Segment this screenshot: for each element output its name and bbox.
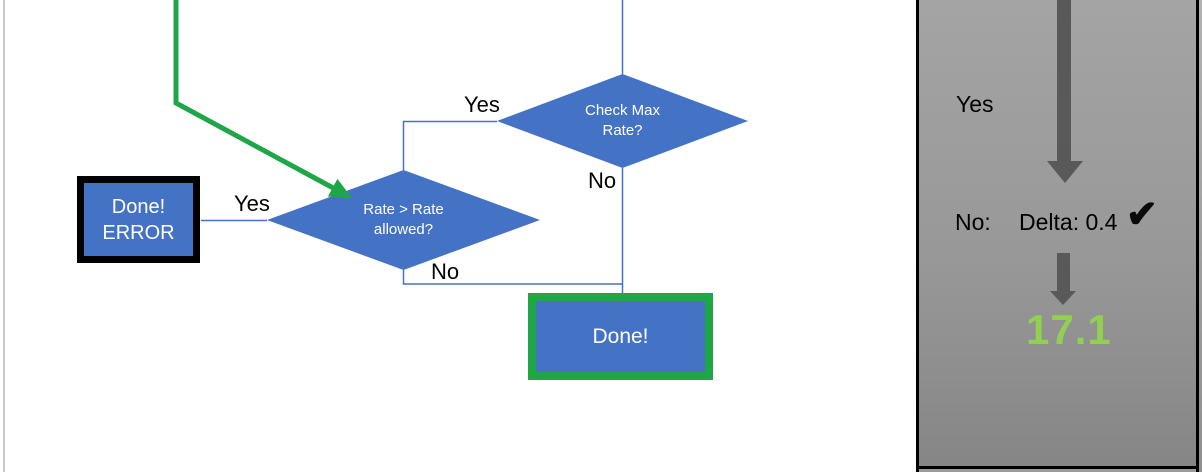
decision-rate-allowed-label: Rate > Rate allowed? [363,200,444,238]
down-arrow-1-head [1047,161,1083,183]
down-arrow-1-shaft [1057,0,1071,162]
done-box-label: Done! [592,324,649,348]
result-value: 17.1 [1026,306,1112,353]
connector-check-rate-yes [402,120,497,170]
done-error-box-label: Done! ERROR [102,195,175,244]
side-panel-right-strip [1199,0,1202,472]
edge-label-rate-allowed-yes: Yes [234,191,270,216]
panel-delta-value: Delta: 0.4 [1019,209,1118,235]
done-error-box: Done! ERROR [77,176,200,263]
side-panel-bottom-strip [919,469,1196,472]
edge-label-check-rate-no: No [588,168,617,193]
edge-label-check-rate-yes: Yes [464,92,500,117]
slide-edge-line [3,0,5,472]
side-panel-border-bottom [916,466,1199,469]
checkmark-icon: ✔ [1126,194,1158,236]
side-panel-border-left [916,0,919,472]
done-box: Done! [528,293,713,380]
decision-check-max-rate-label: Check Max Rate? [584,101,661,139]
connector-rate-allowed-no-to-done [402,270,623,285]
edge-label-rate-allowed-no: No [431,259,460,284]
down-arrow-2-head [1050,291,1076,305]
panel-no-label: No: [955,209,991,235]
down-arrow-2-shaft [1057,253,1070,292]
panel-yes-label: Yes [956,91,994,117]
side-panel-border-right [1196,0,1199,472]
